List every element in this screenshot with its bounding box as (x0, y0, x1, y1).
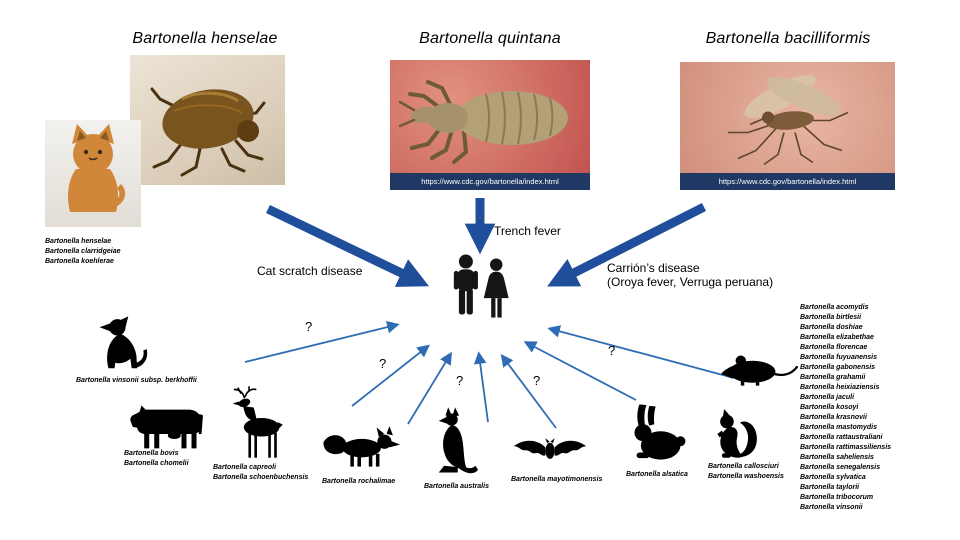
question-mark-3: ? (456, 373, 464, 388)
question-mark-4: ? (533, 373, 541, 388)
species-label: Bartonella gabonensis (800, 364, 876, 371)
dog-icon (96, 315, 166, 373)
species-label: Bartonella heixiaziensis (800, 384, 880, 391)
species-label: Bartonella krasnovii (800, 414, 867, 421)
species-label: Bartonella taylorii (800, 484, 860, 491)
species-label: Bartonella vinsonii (800, 504, 863, 511)
question-mark-1: ? (305, 319, 313, 334)
louse-photo: https://www.cdc.gov/bartonella/index.htm… (390, 60, 590, 190)
question-mark-5: ? (608, 343, 616, 358)
sandfly-icon (728, 74, 849, 166)
species-label: Bartonella rattaustraliani (800, 434, 883, 441)
species-label: Bartonella rattimassiliensis (800, 444, 892, 451)
species-label: Bartonella mayotimonensis (511, 476, 603, 483)
title-bartonella-henselae: Bartonella henselae (132, 30, 278, 47)
rabbit-icon (622, 403, 688, 461)
louse-photo-caption: https://www.cdc.gov/bartonella/index.htm… (390, 173, 590, 190)
trench-fever-label: Trench fever (494, 224, 561, 238)
arrow-rabbit-to-human (523, 341, 637, 401)
species-label: Bartonella kosoyi (800, 404, 859, 411)
species-label: Bartonella koehlerae (45, 258, 114, 265)
fox-species-list: Bartonella rochalimae (322, 477, 432, 487)
species-label: Bartonella henselae (45, 238, 112, 245)
species-label: Bartonella elizabethae (800, 334, 874, 341)
rat-icon (720, 349, 798, 391)
kangaroo-species-list: Bartonella australis (424, 482, 534, 492)
species-label: Bartonella senegalensis (800, 464, 881, 471)
species-label: Bartonella rochalimae (322, 478, 396, 485)
species-label: Bartonella bovis (124, 450, 179, 457)
bat-icon (512, 437, 588, 467)
dog-species-list: Bartonella vinsonii subsp. berkhoffii (76, 376, 226, 386)
title-bartonella-quintana: Bartonella quintana (419, 30, 561, 47)
carrion-disease-line2: (Oroya fever, Verruga peruana) (607, 275, 774, 289)
species-label: Bartonella doshiae (800, 324, 863, 331)
rabbit-species-list: Bartonella alsatica (626, 470, 736, 480)
species-label: Bartonella vinsonii subsp. berkhoffii (76, 377, 197, 384)
species-label: Bartonella jaculi (800, 394, 855, 401)
cow-icon (127, 397, 213, 451)
arrow-deer-to-human (351, 344, 430, 407)
deer-icon (227, 385, 287, 459)
species-label: Bartonella alsatica (626, 471, 688, 478)
species-label: Bartonella clarridgeiae (45, 248, 121, 255)
species-label: Bartonella capreoli (213, 464, 277, 471)
cat-icon (68, 124, 126, 212)
title-bartonella-bacilliformis: Bartonella bacilliformis (705, 30, 871, 47)
species-label: Bartonella chomelii (124, 460, 189, 467)
louse-icon (398, 80, 568, 164)
species-label: Bartonella acomydis (800, 304, 869, 311)
flea-photo (130, 55, 285, 185)
carrion-disease-label: Carrión’s disease (Oroya fever, Verruga … (607, 261, 817, 289)
species-label: Bartonella birtlesii (800, 314, 862, 321)
sandfly-photo: https://www.cdc.gov/bartonella/index.htm… (680, 62, 895, 190)
species-label: Bartonella callosciuri (708, 463, 779, 470)
species-label: Bartonella saheliensis (800, 454, 874, 461)
human-couple-icon (444, 253, 522, 323)
species-label: Bartonella tribocorum (800, 494, 874, 501)
flea-icon (150, 87, 266, 177)
arrow-bat-to-human (500, 353, 557, 429)
species-label: Bartonella mastomydis (800, 424, 878, 431)
cat-scratch-disease-label: Cat scratch disease (257, 264, 363, 278)
arrow-dog-to-human (244, 320, 400, 363)
kangaroo-icon (429, 406, 481, 482)
question-mark-2: ? (379, 356, 387, 371)
sandfly-photo-caption: https://www.cdc.gov/bartonella/index.htm… (680, 173, 895, 190)
species-label: Bartonella sylvatica (800, 474, 866, 481)
arrow-rodent-to-human (547, 325, 735, 379)
cat-photo (45, 120, 141, 227)
bat-species-list: Bartonella mayotimonensis (511, 475, 631, 485)
species-label: Bartonella australis (424, 483, 489, 490)
species-label: Bartonella grahamii (800, 374, 866, 381)
species-label: Bartonella schoenbuchensis (213, 474, 309, 481)
fox-icon (321, 424, 401, 468)
species-label: Bartonella florencae (800, 344, 868, 351)
species-label: Bartonella washoensis (708, 473, 784, 480)
species-label: Bartonella fuyuanensis (800, 354, 878, 361)
squirrel-icon (704, 408, 768, 460)
carrion-disease-line1: Carrión’s disease (607, 261, 700, 275)
